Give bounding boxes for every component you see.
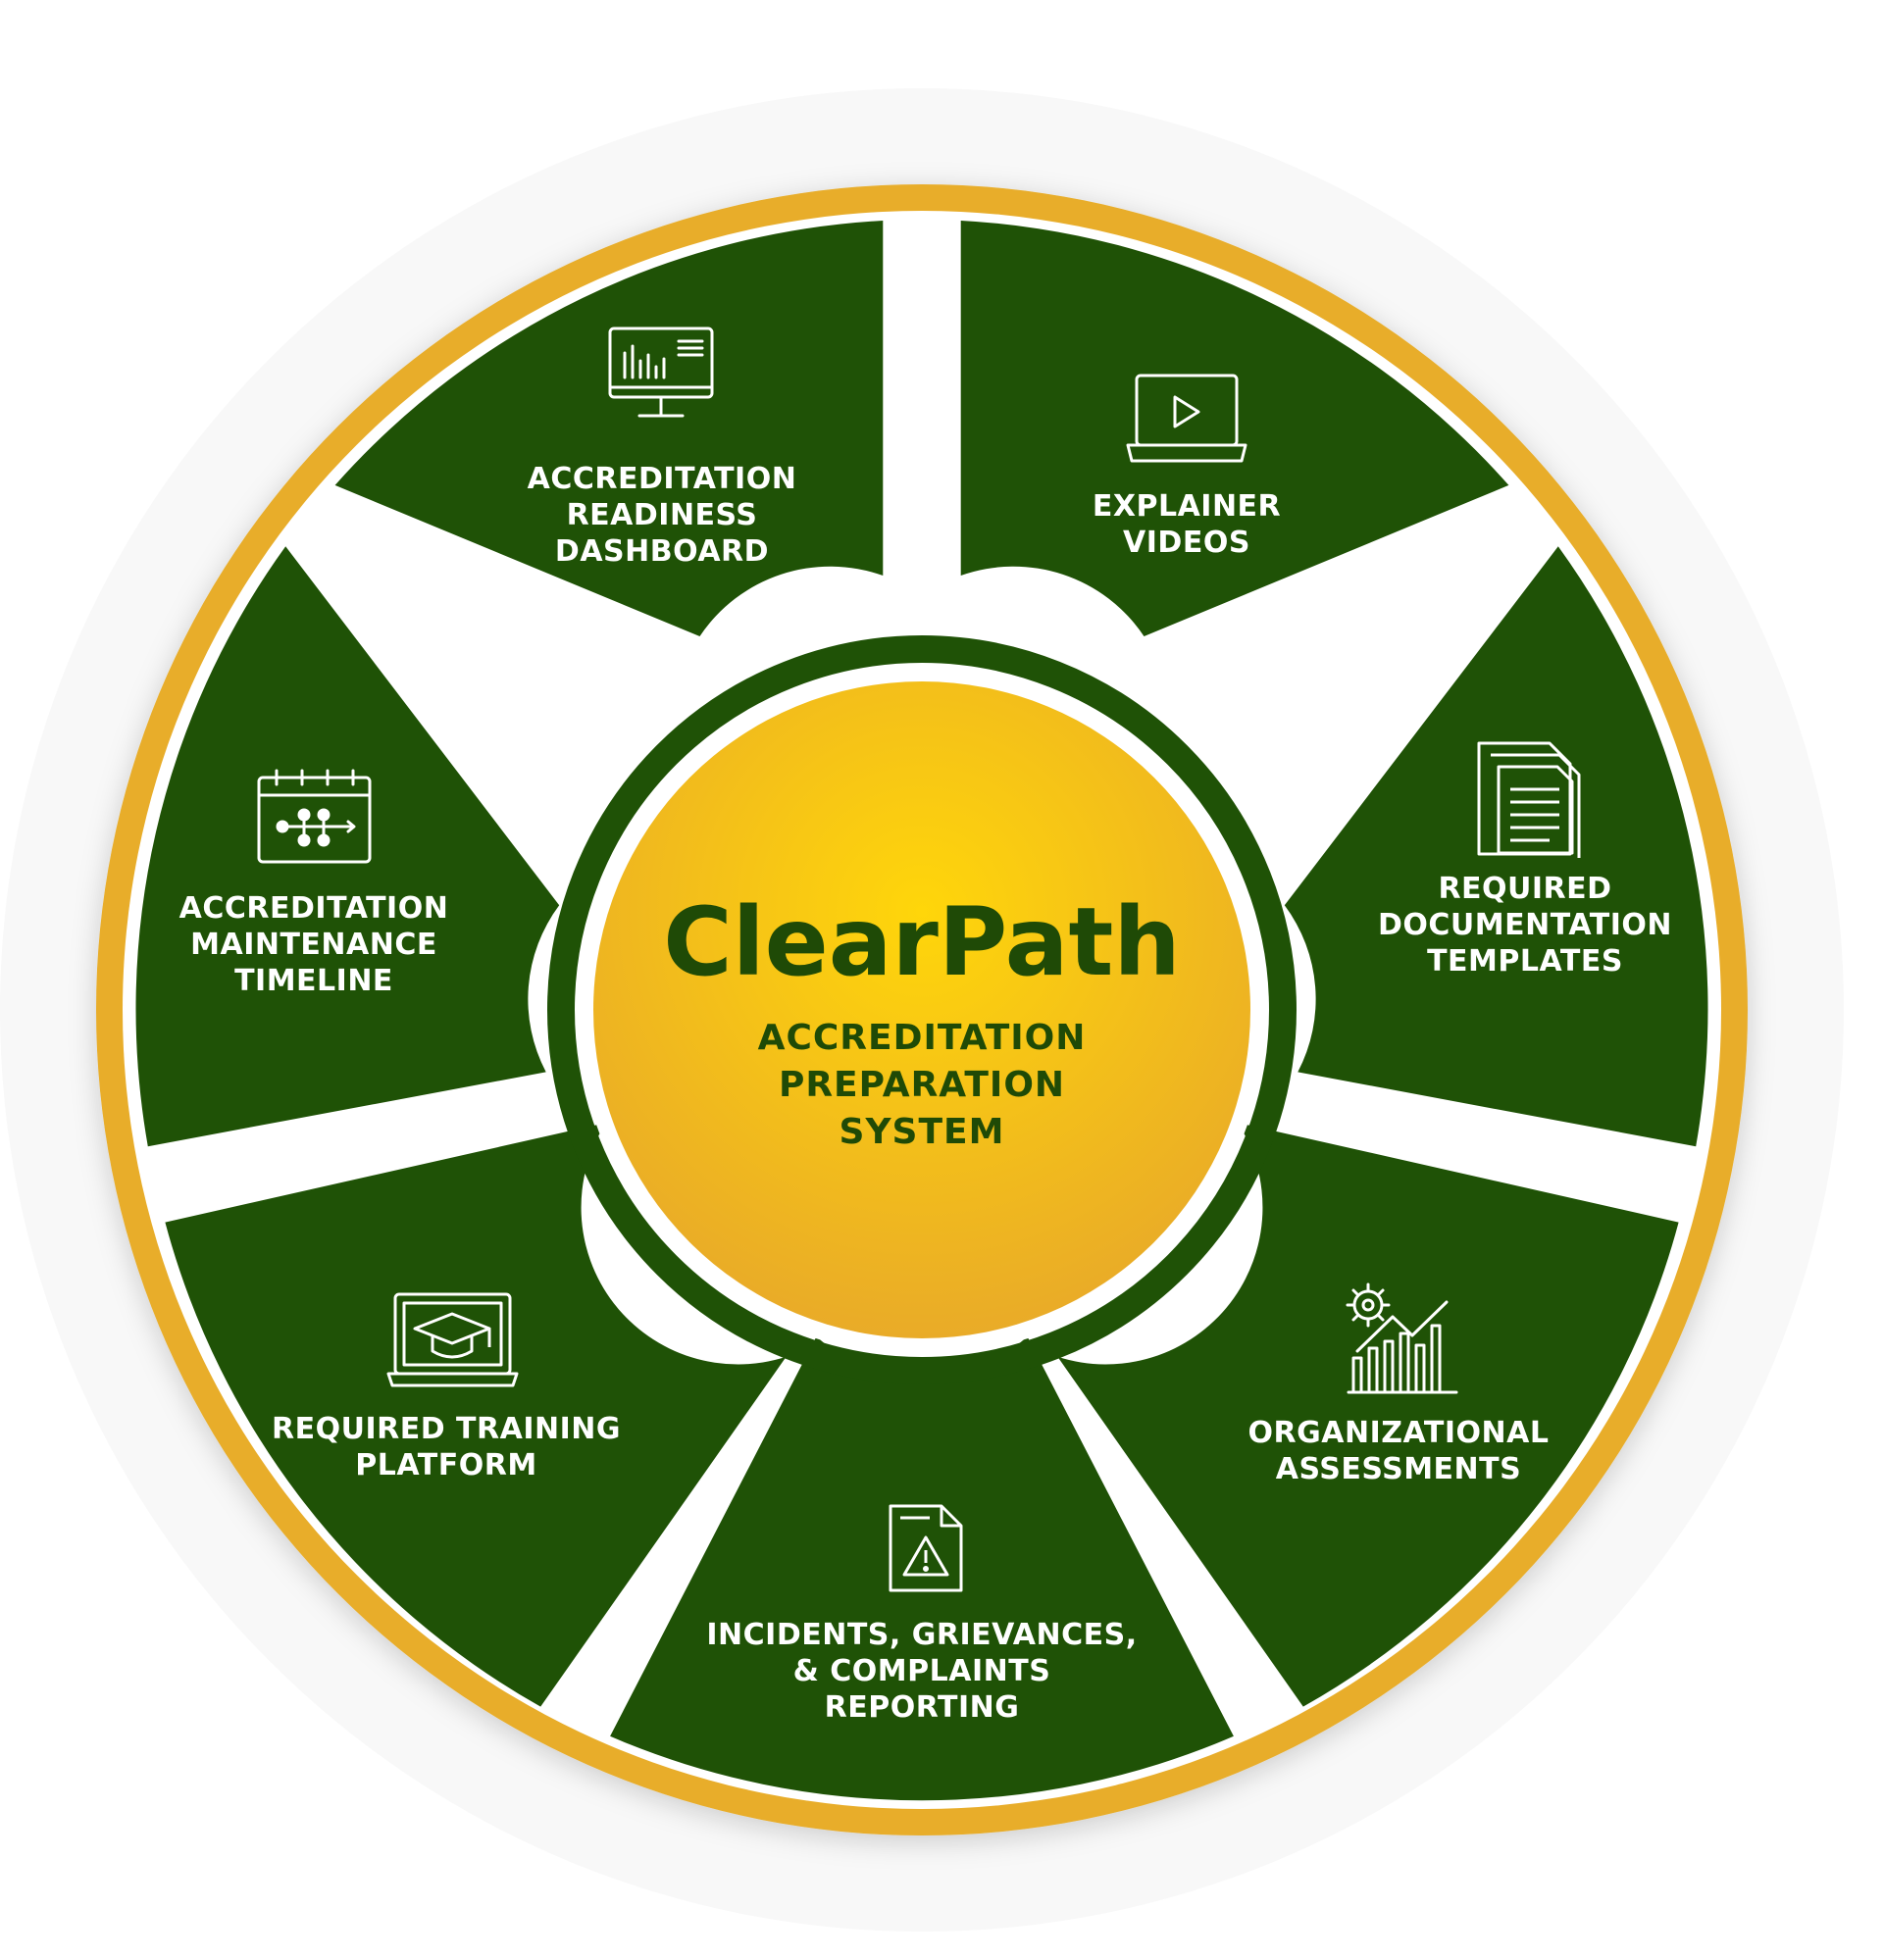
inner-green-band	[547, 635, 1297, 1384]
label-documentation-templates: REQUIRED DOCUMENTATION TEMPLATES	[1378, 871, 1672, 980]
label-line: ACCREDITATION	[178, 891, 449, 926]
label-line: TEMPLATES	[1427, 944, 1623, 979]
label-line: REQUIRED TRAINING	[271, 1412, 622, 1446]
hub-title: ClearPath	[663, 887, 1181, 997]
center-hub	[593, 681, 1250, 1338]
hub-subtitle: ACCREDITATION PREPARATION SYSTEM	[758, 1015, 1087, 1156]
label-line: MAINTENANCE	[190, 928, 437, 962]
label-line: EXPLAINER	[1092, 489, 1282, 524]
label-line: REQUIRED	[1438, 872, 1612, 906]
label-line: TIMELINE	[234, 964, 393, 998]
segment-explainer-videos[interactable]	[960, 221, 1509, 636]
label-organizational-assessments: ORGANIZATIONAL ASSESSMENTS	[1248, 1415, 1550, 1487]
label-line: VIDEOS	[1123, 526, 1250, 560]
gear-chart-icon	[1346, 1282, 1458, 1394]
label-line: ACCREDITATION	[527, 462, 797, 496]
label-line: REPORTING	[824, 1690, 1020, 1725]
segment-readiness-dashboard[interactable]	[334, 221, 884, 636]
label-explainer-videos: EXPLAINER VIDEOS	[1093, 488, 1281, 561]
label-line: PLATFORM	[355, 1448, 537, 1483]
label-line: ASSESSMENTS	[1275, 1452, 1522, 1486]
label-incidents-reporting: INCIDENTS, GRIEVANCES, & COMPLAINTS REPO…	[706, 1617, 1137, 1726]
hub-subtitle-line: PREPARATION	[778, 1065, 1066, 1105]
segment-training-platform[interactable]	[165, 1123, 787, 1707]
segment-incidents-reporting[interactable]	[610, 1336, 1234, 1801]
label-maintenance-timeline: ACCREDITATION MAINTENANCE TIMELINE	[179, 890, 449, 999]
label-line: ORGANIZATIONAL	[1247, 1416, 1550, 1450]
segment-organizational-assessments[interactable]	[1057, 1123, 1679, 1707]
calendar-timeline-icon	[257, 769, 372, 864]
label-training-platform: REQUIRED TRAINING PLATFORM	[272, 1411, 621, 1483]
warning-document-icon	[889, 1504, 963, 1592]
graduation-laptop-icon	[386, 1292, 519, 1387]
label-line: & COMPLAINTS	[792, 1654, 1051, 1688]
video-laptop-icon	[1126, 374, 1247, 463]
label-readiness-dashboard: ACCREDITATION READINESS DASHBOARD	[528, 461, 797, 570]
label-line: INCIDENTS, GRIEVANCES,	[706, 1618, 1138, 1652]
label-line: DOCUMENTATION	[1378, 908, 1672, 942]
label-line: DASHBOARD	[554, 534, 770, 569]
label-line: READINESS	[566, 498, 758, 532]
segment-maintenance-timeline[interactable]	[135, 546, 560, 1147]
hub-subtitle-line: SYSTEM	[839, 1112, 1005, 1152]
segment-documentation-templates[interactable]	[1284, 546, 1708, 1147]
document-stack-icon	[1477, 741, 1581, 858]
dashboard-monitor-icon	[608, 327, 714, 418]
hub-subtitle-line: ACCREDITATION	[757, 1018, 1087, 1058]
